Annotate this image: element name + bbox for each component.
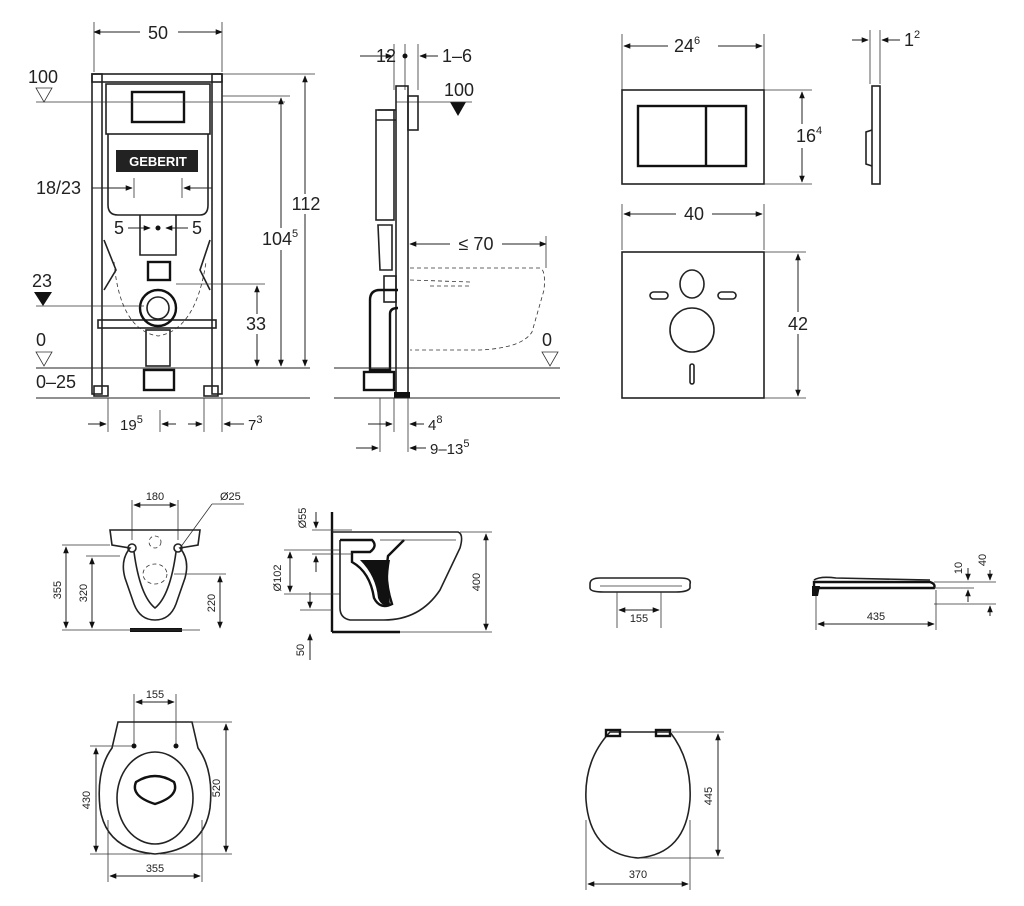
frame-front-view: 50 GEBERIT 100 18/23: [28, 22, 324, 434]
height-104-label: 1045: [262, 228, 298, 249]
side-floor-label: 0: [542, 330, 552, 350]
side-level-100-label: 100: [444, 80, 474, 100]
bowl-hole-spacing-label: 180: [146, 491, 164, 503]
isolation-pad: 40 42: [621, 204, 814, 399]
floor-range-label: 0–25: [36, 372, 76, 392]
seat-length-label: 435: [867, 611, 885, 623]
connector-offset-right: 5: [192, 218, 202, 238]
bowl-length-holes-label: 430: [81, 791, 93, 809]
seat-top-width-label: 370: [629, 869, 647, 881]
flush-plate-front: 246 164: [621, 34, 832, 185]
foot-span-label: 195: [120, 414, 143, 434]
pad-height-label: 42: [788, 314, 808, 334]
bowl-offset-label: 50: [295, 644, 307, 656]
seat-top-view: 445 370: [585, 728, 724, 890]
seat-front-view: 155: [589, 577, 692, 628]
seat-hinge-spacing-label: 155: [630, 613, 648, 625]
plate-thickness-label: 12: [904, 29, 920, 50]
seat-top-length-label: 445: [703, 787, 715, 805]
bowl-hole-diameter-label: Ø25: [220, 491, 241, 503]
pad-width-label: 40: [684, 204, 704, 224]
seat-total-thickness-label: 40: [977, 554, 989, 566]
bowl-side-view: Ø55 Ø102 50 400: [272, 508, 492, 660]
level-100-label: 100: [28, 67, 58, 87]
bowl-front-view: 180 Ø25 355 320 220: [52, 491, 244, 632]
wall-range-label: 9–135: [430, 438, 470, 458]
inlet-diameter-label: Ø55: [297, 508, 309, 529]
projection-label: ≤ 70: [459, 234, 494, 254]
outlet-span-label: 18/23: [36, 178, 81, 198]
brand-logo: GEBERIT: [129, 154, 187, 169]
seat-side-view: 435 10 40: [812, 554, 996, 630]
bowl-side-height-label: 400: [471, 573, 483, 591]
height-33-label: 33: [246, 314, 266, 334]
bowl-height-320-label: 320: [78, 584, 90, 602]
foot-depth-label: 48: [428, 414, 442, 434]
frame-side-view: 12 1–6 100 ≤ 70 0 48: [334, 44, 560, 458]
plate-width-label: 246: [674, 35, 700, 56]
bowl-top-view: 155 430 520 355: [81, 689, 232, 882]
inlet-height-label: 23: [32, 271, 52, 291]
outlet-diameter-label: Ø102: [272, 565, 284, 592]
height-112-label: 112: [292, 194, 321, 214]
side-depth-label: 12: [376, 46, 396, 66]
side-adjust-label: 1–6: [442, 46, 472, 66]
bowl-top-hole-spacing-label: 155: [146, 689, 164, 701]
bowl-length-total-label: 520: [211, 779, 223, 797]
frame-width-label: 50: [148, 23, 168, 43]
connector-offset-left: 5: [114, 218, 124, 238]
bowl-width-label: 355: [146, 863, 164, 875]
bowl-height-355-label: 355: [52, 581, 64, 599]
seat-thickness-label: 10: [953, 562, 965, 574]
bowl-height-220-label: 220: [206, 594, 218, 612]
plate-height-label: 164: [796, 125, 822, 146]
foot-offset-label: 73: [248, 414, 262, 434]
flush-plate-side: 12: [852, 29, 920, 185]
floor-level-label: 0: [36, 330, 46, 350]
